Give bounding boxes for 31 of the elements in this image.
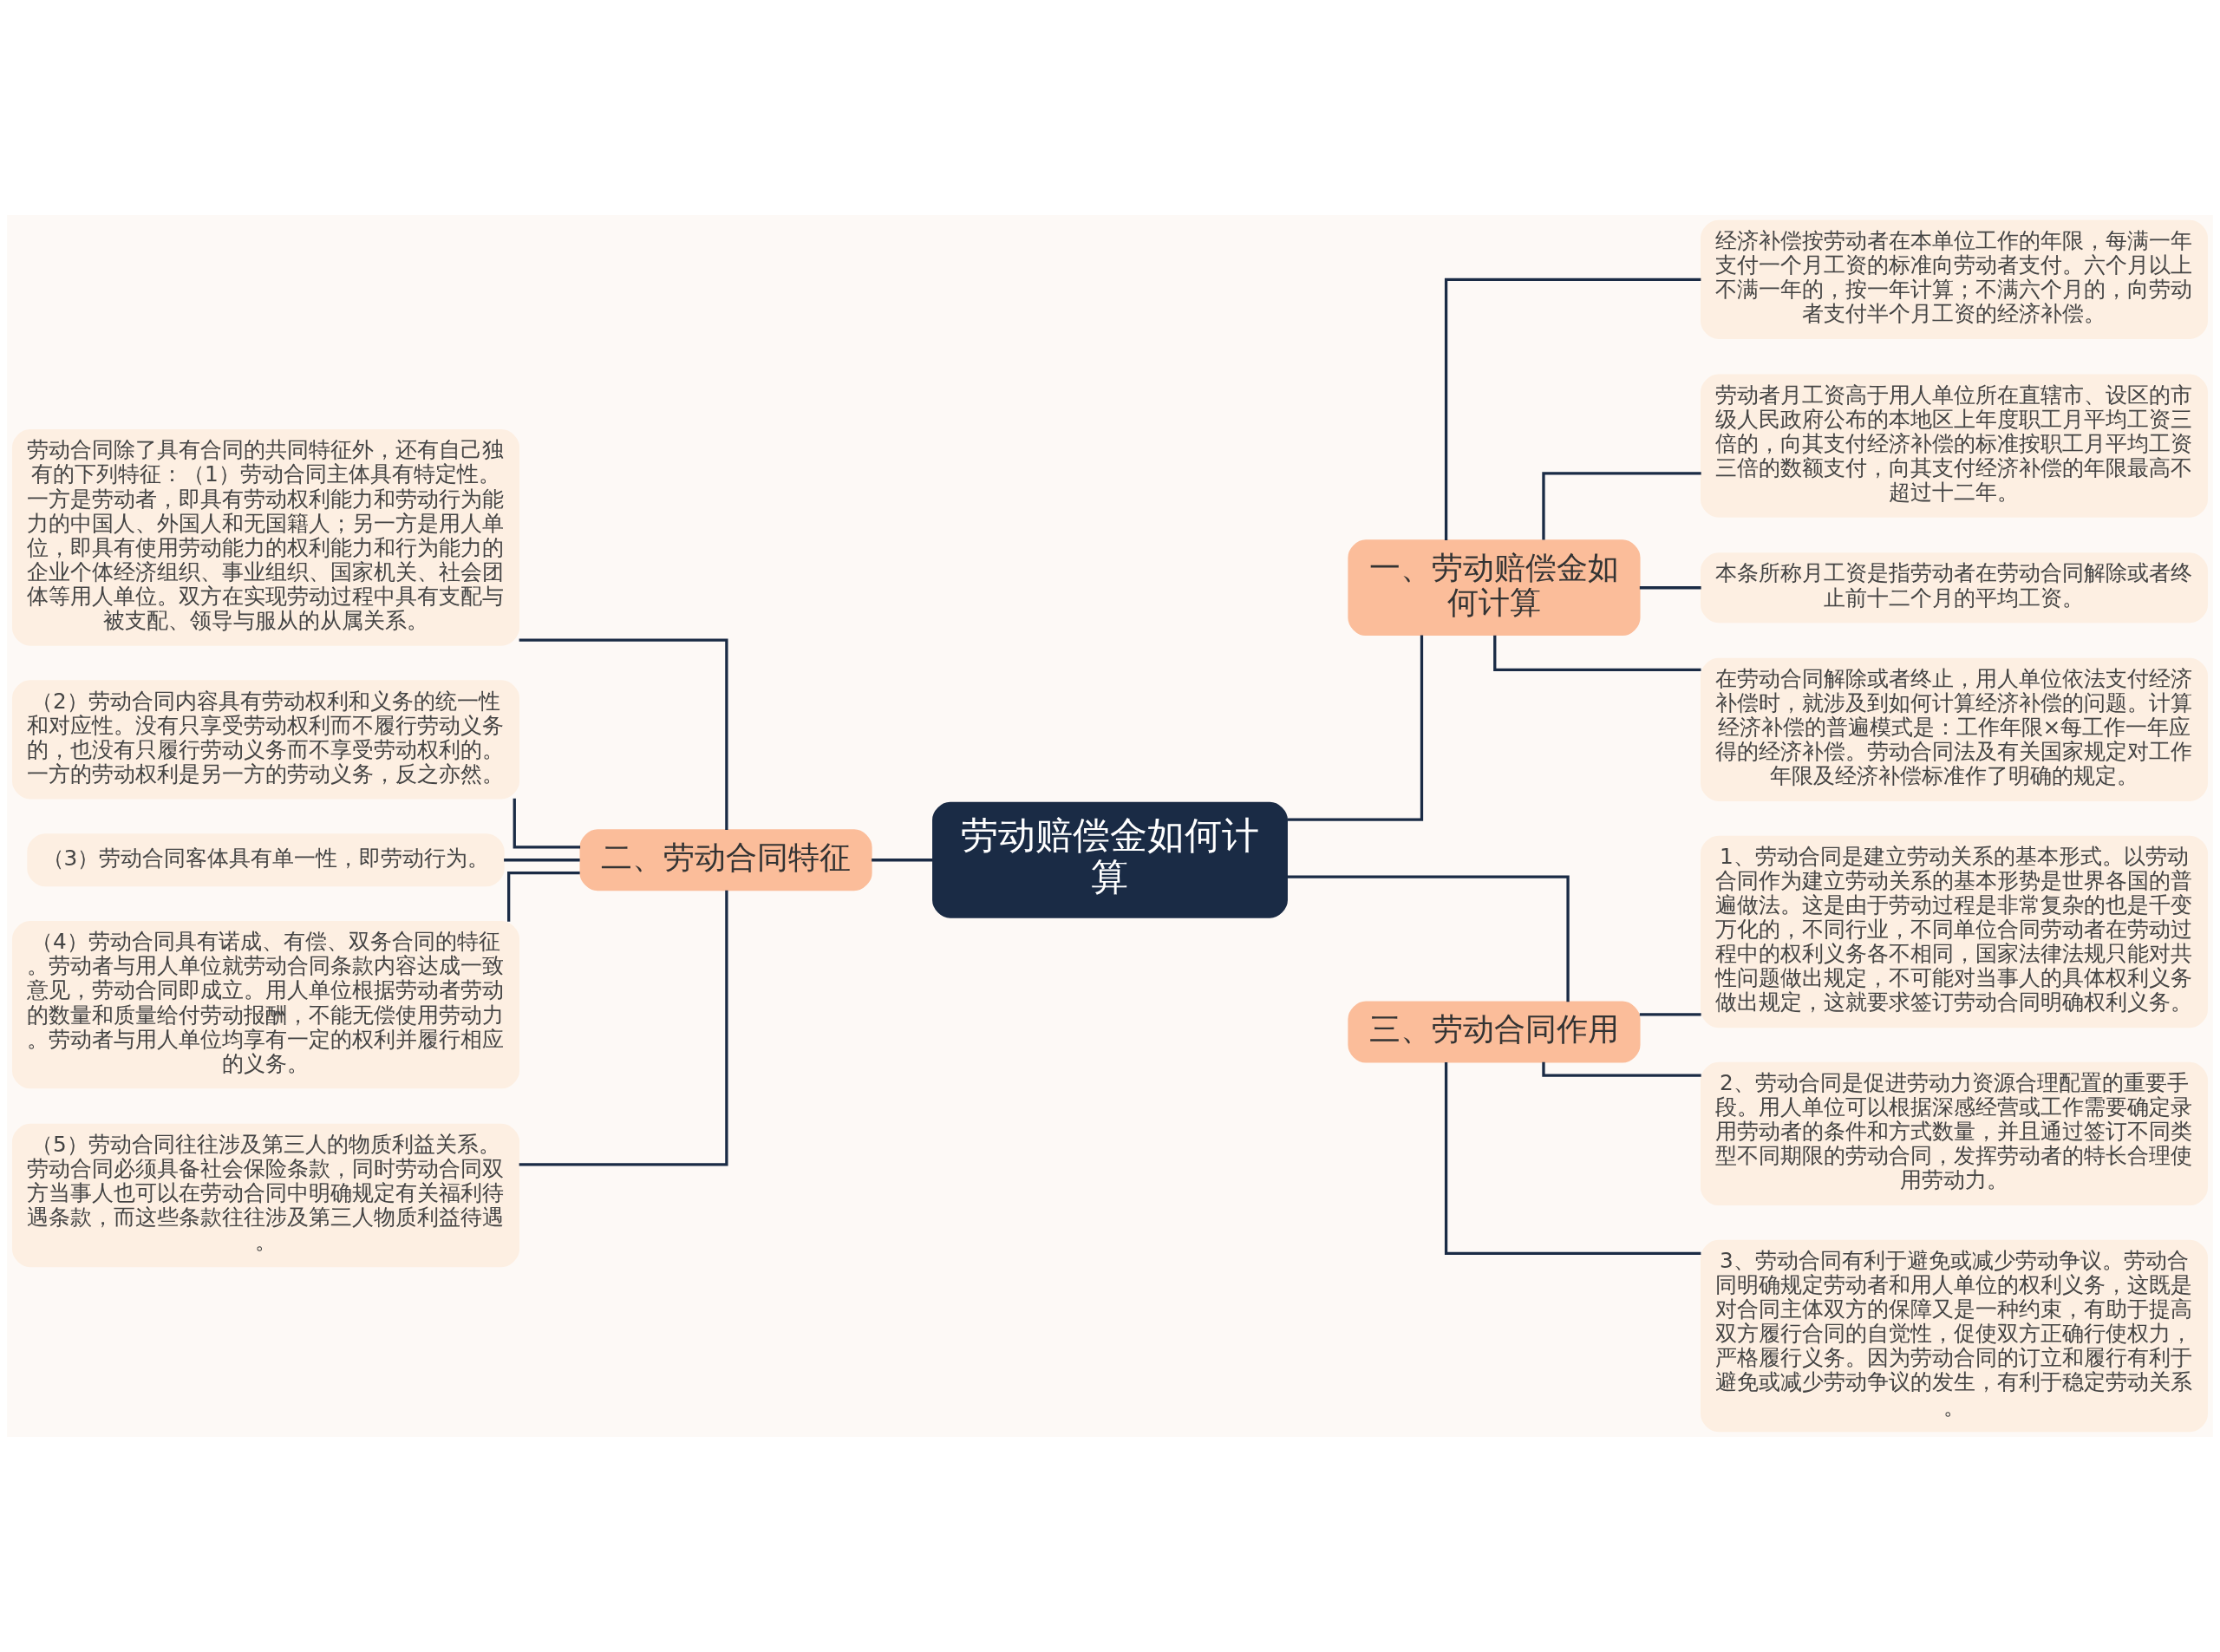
node-box: 劳动赔偿金如何计算	[932, 801, 1288, 918]
node-box: （3）劳动合同客体具有单一性，即劳动行为。	[27, 833, 505, 887]
connector	[504, 859, 580, 862]
node-box: 三、劳动合同作用	[1348, 1001, 1641, 1063]
connector	[872, 859, 933, 862]
node-box: 3、劳动合同有利于避免或减少劳动争议。劳动合同明确规定劳动者和用人单位的权利义务，这既是对合同主体双方的保障又是一种约束，有助于提高双方履行合同的自觉性，促使双方正确行使权力，严格履行义务。因为劳动合同的订立和履行有利于避免或减少劳动争议的发生，有利于稳定劳动关系。	[1700, 1239, 2209, 1433]
connector	[1493, 635, 1701, 671]
connector	[519, 890, 728, 1166]
node-box: 劳动者月工资高于用人单位所在直辖市、设区的市级人民政府公布的本地区上年度职工月平均工资三倍的，向其支付经济补偿的标准按职工月平均工资三倍的数额支付，向其支付经济补偿的年限最高不超过十二年。	[1700, 374, 2209, 518]
node-box: 二、劳动合同特征	[579, 829, 872, 891]
connector	[513, 798, 581, 849]
node-box: 在劳动合同解除或者终止，用人单位依法支付经济补偿时，就涉及到如何计算经济补偿的问题。计算经济补偿的普遍模式是：工作年限×每工作一年应得的经济补偿。劳动合同法及有关国家规定对工作年限及经济补偿标准作了明确的规定。	[1700, 657, 2209, 801]
connector	[1287, 875, 1570, 1002]
node-box: 1、劳动合同是建立劳动关系的基本形式。以劳动合同作为建立劳动关系的基本形势是世界各国的普遍做法。这是由于劳动过程是非常复杂的也是千变万化的，不同行业，不同单位合同劳动者在劳动过程中的权利义务各不相同，国家法律法规只能对共性问题做出规定，不可能对当事人的具体权利义务做出规定，这就要求签订劳动合同明确权利义务。	[1700, 835, 2209, 1028]
node-box: 2、劳动合同是促进劳动力资源合理配置的重要手段。用人单位可以根据深感经营或工作需要确定录用劳动者的条件和方式数量，并且通过签订不同类型不同期限的劳动合同，发挥劳动者的特长合理使用劳动力。	[1700, 1061, 2209, 1206]
node-box: 劳动合同除了具有合同的共同特征外，还有自己独有的下列特征：（1）劳动合同主体具有特定性。一方是劳动者，即具有劳动权利能力和劳动行为能力的中国人、外国人和无国籍人；另一方是用人单位，即具有使用劳动能力的权利能力和行为能力的企业个体经济组织、事业组织、国家机关、社会团体等用人单位。双方在实现劳动过程中具有支配与被支配、领导与服从的从属关系。	[11, 429, 520, 646]
connector	[1444, 278, 1701, 540]
connector	[1542, 1061, 1701, 1077]
connector	[1639, 1013, 1701, 1016]
node-box: 经济补偿按劳动者在本单位工作的年限，每满一年支付一个月工资的标准向劳动者支付。六个月以上不满一年的，按一年计算；不满六个月的，向劳动者支付半个月工资的经济补偿。	[1700, 219, 2209, 339]
node-box: 本条所称月工资是指劳动者在劳动合同解除或者终止前十二个月的平均工资。	[1700, 552, 2209, 624]
connector	[507, 871, 580, 922]
connector	[1444, 1062, 1701, 1256]
connector	[1287, 635, 1424, 821]
connector	[1639, 586, 1701, 590]
node-box: （2）劳动合同内容具有劳动权利和义务的统一性和对应性。没有只享受劳动权利而不履行劳动义务的，也没有只履行劳动义务而不享受劳动权利的。一方的劳动权利是另一方的劳动义务，反之亦然。	[11, 680, 520, 800]
connector	[1542, 472, 1701, 540]
node-box: 一、劳动赔偿金如何计算	[1348, 539, 1641, 637]
connector	[519, 638, 728, 830]
node-box: （4）劳动合同具有诺成、有偿、双务合同的特征。劳动者与用人单位就劳动合同条款内容达成一致意见，劳动合同即成立。用人单位根据劳动者劳动的数量和质量给付劳动报酬，不能无偿使用劳动力。劳动者与用人单位均享有一定的权利并履行相应的义务。	[11, 921, 520, 1089]
node-box: （5）劳动合同往往涉及第三人的物质利益关系。劳动合同必须具备社会保险条款，同时劳动合同双方当事人也可以在劳动合同中明确规定有关福利待遇条款，而这些条款往往涉及第三人物质利益待遇。	[11, 1123, 520, 1268]
